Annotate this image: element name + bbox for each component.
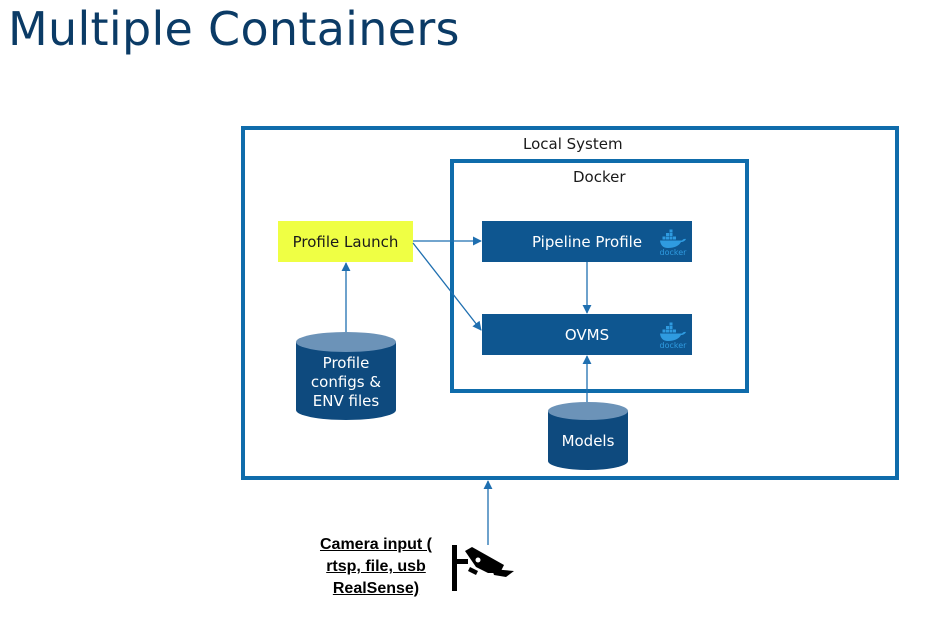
docker-logo-text: docker (659, 248, 687, 257)
ovms-box: OVMS docker (482, 314, 692, 355)
camera-label-line-3: RealSense) (332, 580, 420, 597)
security-camera-icon (448, 543, 518, 600)
camera-input-label: Camera input ( rtsp, file, usb RealSense… (302, 534, 450, 600)
local-system-frame (241, 126, 899, 480)
ovms-label: OVMS (564, 325, 610, 344)
pipeline-profile-box: Pipeline Profile docker (482, 221, 692, 262)
docker-frame (450, 159, 749, 393)
docker-label: Docker (573, 168, 626, 186)
models-cylinder: Models (548, 402, 628, 470)
camera-label-line-1: Camera input ( (319, 536, 432, 553)
camera-label-line-2: rtsp, file, usb (326, 558, 426, 575)
docker-logo-text: docker (659, 341, 687, 350)
page-title: Multiple Containers (8, 2, 460, 56)
arrow-launch-to-ovms (412, 242, 482, 331)
docker-whale-icon: docker (658, 322, 688, 350)
profile-configs-line-2: configs & (310, 373, 382, 391)
profile-configs-cylinder: Profile configs & ENV files (296, 332, 396, 420)
profile-launch-box: Profile Launch (278, 221, 413, 262)
docker-whale-icon: docker (658, 229, 688, 257)
profile-configs-line-3: ENV files (312, 392, 380, 410)
models-label: Models (561, 432, 615, 450)
profile-configs-line-1: Profile (322, 354, 370, 372)
profile-launch-label: Profile Launch (292, 232, 399, 251)
pipeline-profile-label: Pipeline Profile (531, 232, 643, 251)
local-system-label: Local System (523, 135, 623, 153)
